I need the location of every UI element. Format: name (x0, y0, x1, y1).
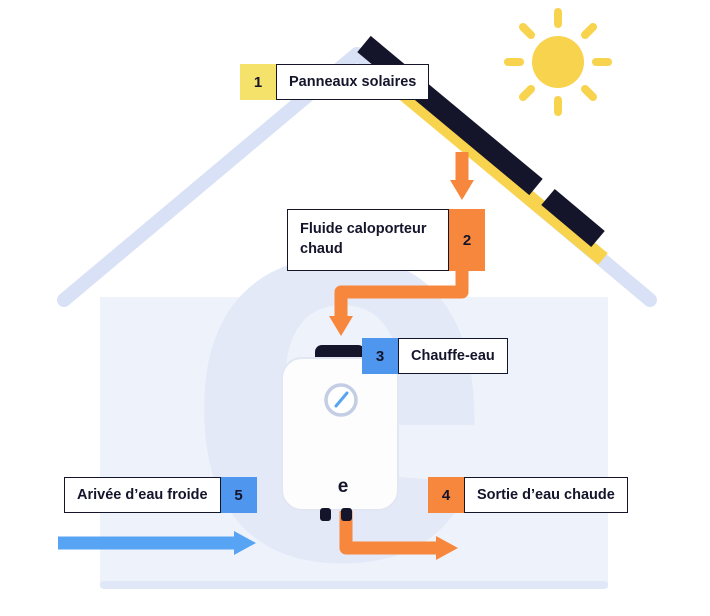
gauge-icon (324, 383, 358, 417)
hot-fluid-pipe-elbow (329, 260, 469, 336)
label-chauffe-eau: 3 Chauffe-eau (362, 338, 508, 374)
house-bottom-edge (100, 581, 608, 589)
label-fluide-caloporteur: Fluide caloporteur chaud 2 (287, 209, 485, 271)
heater-logo: e (338, 476, 349, 497)
label-sortie-eau-chaude: 4 Sortie d’eau chaude (428, 477, 628, 513)
label-2-text: Fluide caloporteur chaud (287, 209, 449, 271)
label-4-number: 4 (428, 477, 464, 513)
label-arrivee-eau-froide: Arivée d’eau froide 5 (64, 477, 257, 513)
cold-water-in-arrow (58, 531, 256, 555)
heater-foot-right (341, 508, 352, 521)
label-panneaux-solaires: 1 Panneaux solaires (240, 64, 430, 100)
label-3-text: Chauffe-eau (398, 338, 508, 374)
label-2-number: 2 (449, 209, 485, 271)
heater-foot-left (320, 508, 331, 521)
hot-fluid-arrow-from-panel (450, 152, 474, 200)
heater-body (281, 357, 399, 511)
label-1-text: Panneaux solaires (276, 64, 430, 100)
sun-icon (504, 8, 612, 116)
label-5-number: 5 (220, 477, 257, 513)
label-4-text: Sortie d’eau chaude (464, 477, 628, 513)
hot-water-out-arrow (339, 510, 458, 560)
label-3-number: 3 (362, 338, 398, 374)
label-5-text: Arivée d’eau froide (64, 477, 221, 513)
watermark-letter: e (182, 51, 493, 616)
label-1-number: 1 (240, 64, 276, 100)
water-heater: e (281, 345, 399, 521)
